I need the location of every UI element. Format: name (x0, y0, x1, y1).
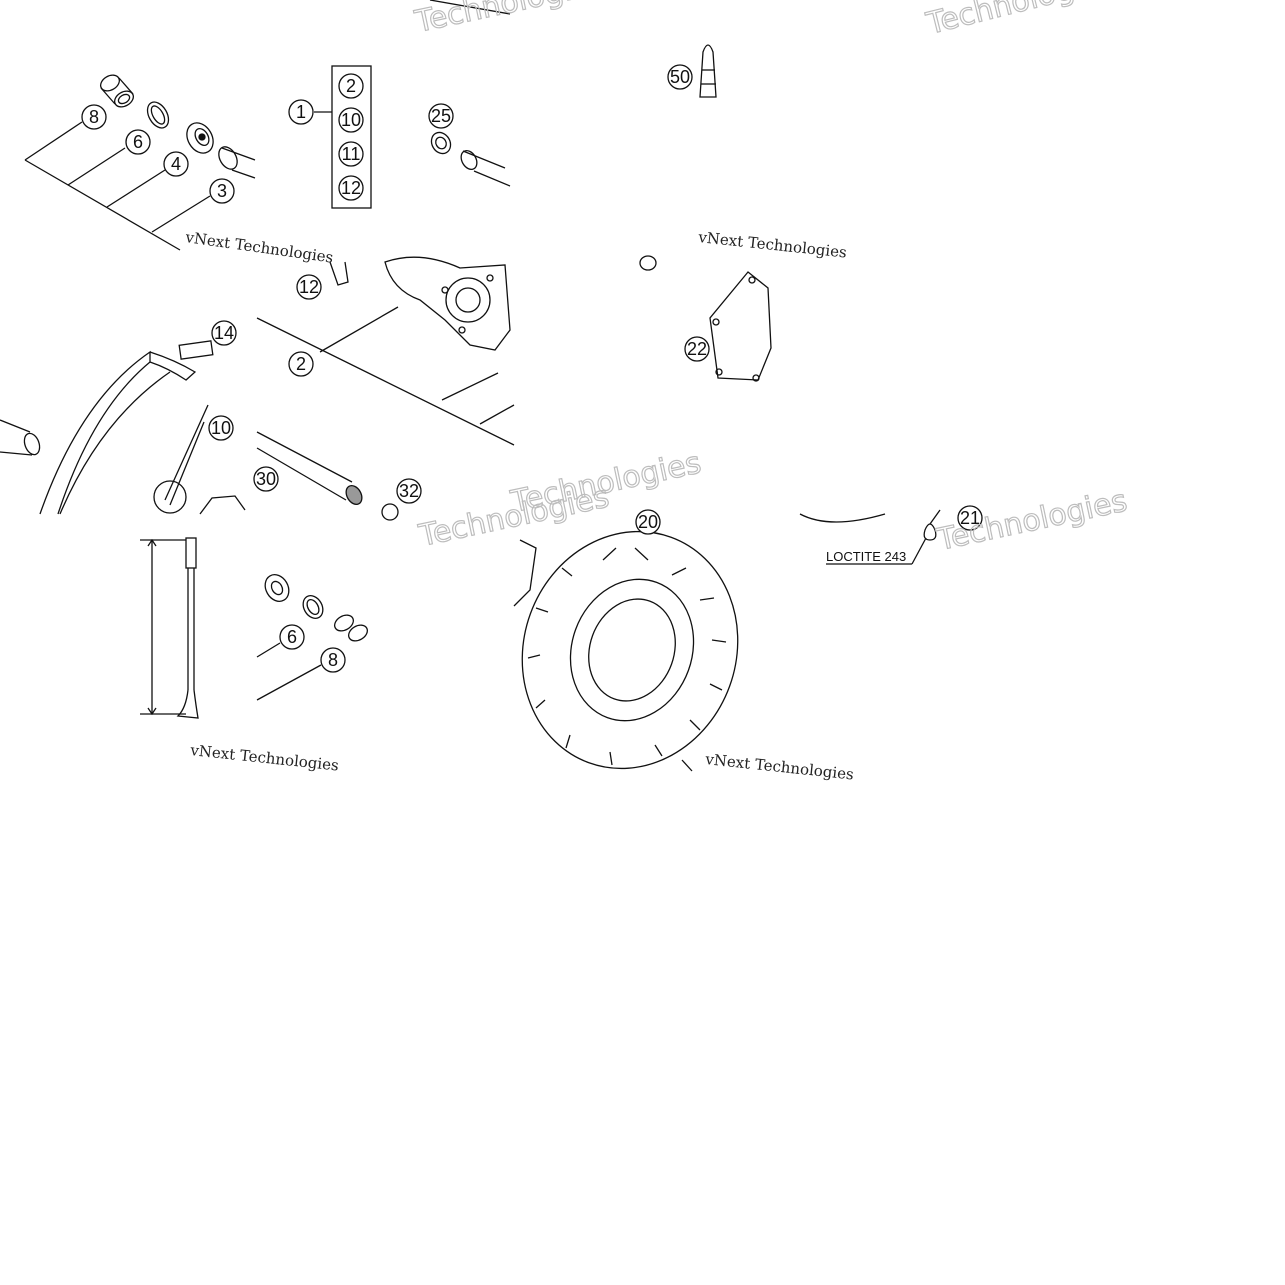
watermark-text: vNext Technologies (697, 228, 848, 262)
tile-spoke (140, 537, 199, 719)
callout-8: 8 (89, 107, 99, 127)
watermark-text: vNext Technologies (704, 750, 855, 784)
callout-50: 50 (670, 67, 690, 87)
watermark-text: vNext Technologies (189, 741, 340, 775)
callout-6: 6 (133, 132, 143, 152)
callout-6-b: 6 (287, 627, 297, 647)
callout-20: 20 (638, 512, 658, 532)
callout-32: 32 (399, 481, 419, 501)
tile-loctite (799, 509, 941, 565)
spacer-part (100, 74, 134, 108)
callout-25: 25 (431, 106, 451, 126)
kit-contents-box (331, 65, 372, 209)
callouts-tile-c: 50 (667, 64, 693, 90)
watermark-large: Technologies (411, 0, 608, 40)
watermark-large: Technologies (922, 0, 1118, 42)
tile-rim (0, 340, 246, 515)
kit-item-3: 11 (342, 144, 361, 164)
loctite-label: LOCTITE 243 (826, 549, 906, 564)
seal-part (146, 101, 170, 129)
callout-8-b: 8 (328, 650, 338, 670)
callout-21: 21 (960, 508, 980, 528)
callout-30: 30 (256, 469, 276, 489)
tile-brake-disc (513, 530, 739, 772)
callouts-tile-a: 8 6 4 3 (81, 104, 235, 204)
tile-bearings-right (256, 574, 368, 701)
callout-kit: 1 (296, 102, 306, 122)
callout-3: 3 (217, 181, 227, 201)
callout-14: 14 (214, 323, 234, 343)
tile-bearings-left (24, 74, 256, 251)
callouts-tile-h: 6 8 (279, 624, 346, 673)
callouts-tile-e: 12 2 30 32 (253, 274, 422, 504)
callout-12: 12 (299, 277, 319, 297)
callouts-tile-b: 1 2 10 11 12 25 (288, 73, 454, 201)
tile-hub (256, 256, 515, 521)
kit-item-1: 2 (346, 76, 356, 96)
callout-22: 22 (687, 339, 707, 359)
callouts-tile-d: 14 10 (208, 320, 237, 441)
axle-tube-part (218, 146, 256, 179)
watermark-large: Technologies (933, 484, 1130, 559)
tile-gasket (639, 255, 772, 382)
callout-10: 10 (211, 418, 231, 438)
bearing-part (186, 122, 214, 154)
kit-item-2: 10 (341, 110, 361, 130)
callouts-tile-i: 20 (635, 509, 661, 535)
kit-item-4: 12 (341, 178, 361, 198)
watermark-text: vNext Technologies (183, 228, 334, 267)
callouts-tile-j: 21 LOCTITE 243 (826, 505, 983, 564)
callout-2: 2 (296, 354, 306, 374)
callouts-tile-f: 22 (684, 336, 710, 362)
tile-kit-box (314, 0, 511, 209)
tile-grease (699, 44, 717, 98)
callout-4: 4 (171, 154, 181, 174)
